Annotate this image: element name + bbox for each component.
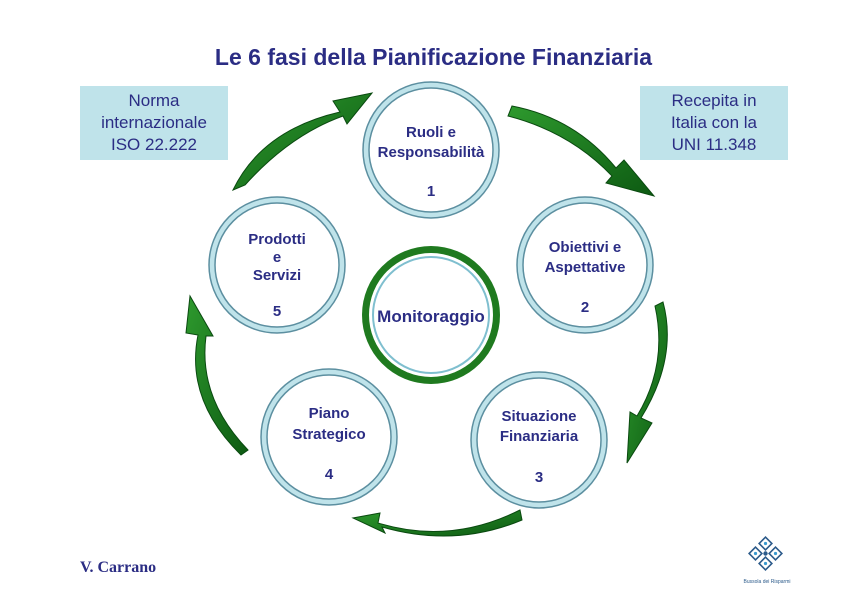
logo-icon bbox=[748, 536, 783, 571]
phase-circle-inner bbox=[476, 377, 602, 503]
phase-number: 4 bbox=[325, 466, 334, 483]
phase-label-line: Piano bbox=[309, 405, 350, 422]
note-line: Italia con la bbox=[671, 113, 757, 132]
note-line: ISO 22.222 bbox=[110, 135, 197, 154]
note-line: internazionale bbox=[101, 113, 207, 132]
phase-label-line: Obiettivi e bbox=[549, 239, 622, 256]
phase-label-line: Servizi bbox=[253, 267, 301, 284]
phase-5: Prodotti e Servizi 5 bbox=[208, 196, 346, 334]
center-label: Monitoraggio bbox=[377, 307, 485, 326]
phase-circle-inner bbox=[368, 87, 494, 213]
arrow-2-to-3 bbox=[626, 301, 668, 464]
logo-caption: Bussola dei Risparmi bbox=[743, 579, 791, 585]
center-circle bbox=[372, 256, 490, 374]
phase-number: 1 bbox=[427, 183, 435, 200]
phase-label-line: Situazione bbox=[501, 408, 576, 425]
phase-label-line: Responsabilità bbox=[378, 144, 485, 161]
phase-circle-outline bbox=[208, 196, 346, 334]
arrow-3-to-4 bbox=[351, 509, 523, 537]
phase-circle-inner bbox=[214, 202, 340, 328]
phase-3: Situazione Finanziaria 3 bbox=[470, 371, 608, 509]
note-line: Recepita in bbox=[671, 91, 757, 110]
phase-number: 3 bbox=[535, 469, 543, 486]
phase-circle-outline bbox=[362, 81, 500, 219]
phase-circle-outline bbox=[260, 368, 398, 506]
note-iso-standard: Norma internazionale ISO 22.222 bbox=[80, 86, 228, 160]
phase-number: 5 bbox=[273, 303, 281, 320]
page-title: Le 6 fasi della Pianificazione Finanziar… bbox=[214, 44, 653, 70]
note-line: UNI 11.348 bbox=[671, 135, 757, 154]
phase-circle-outline bbox=[516, 196, 654, 334]
note-uni-standard: Recepita in Italia con la UNI 11.348 bbox=[640, 86, 788, 160]
phase-4: Piano Strategico 4 bbox=[260, 368, 398, 506]
phase-2: Obiettivi e Aspettative 2 bbox=[516, 196, 654, 334]
arrow-1-to-2 bbox=[507, 105, 656, 197]
note-line: Norma bbox=[128, 91, 180, 110]
author-name: V. Carrano bbox=[80, 559, 157, 576]
phase-label-line: Finanziaria bbox=[500, 428, 579, 445]
phase-1: Ruoli e Responsabilità 1 bbox=[362, 81, 500, 219]
phase-label-line: Prodotti bbox=[248, 231, 306, 248]
arrow-5-to-1 bbox=[231, 92, 374, 191]
phase-label-line: e bbox=[273, 249, 281, 266]
phase-circle-inner bbox=[522, 202, 648, 328]
phase-number: 2 bbox=[581, 299, 589, 316]
phase-label-line: Ruoli e bbox=[406, 124, 456, 141]
phase-label-line: Aspettative bbox=[545, 259, 626, 276]
arrow-4-to-5 bbox=[185, 294, 249, 456]
phase-circle-inner bbox=[266, 374, 392, 500]
phase-label-line: Strategico bbox=[292, 426, 365, 443]
phase-circle-outline bbox=[470, 371, 608, 509]
